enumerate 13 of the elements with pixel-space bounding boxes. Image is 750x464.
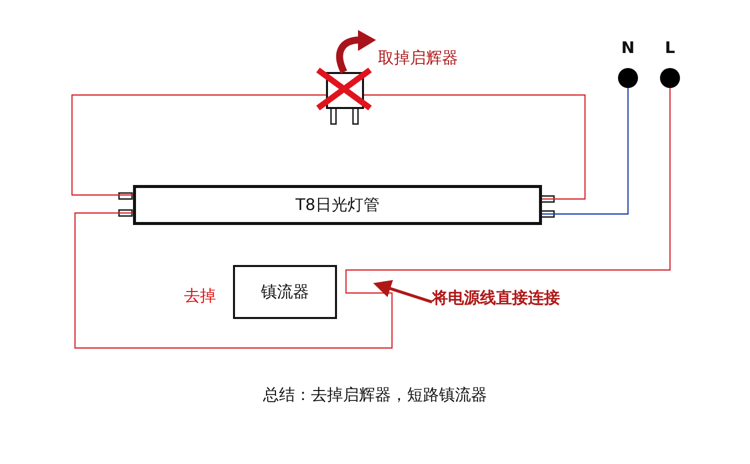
wire <box>364 94 586 200</box>
callout-text: 取掉启辉器 <box>378 48 458 69</box>
note-text: 将电源线直接连接 <box>432 288 560 307</box>
callout-text: 去掉 <box>184 286 216 307</box>
lamp-tube-box: T8日光灯管 <box>133 185 542 225</box>
terminal-label: N <box>620 38 636 57</box>
ballast-box: 镇流器 <box>233 265 337 319</box>
wire <box>542 88 629 215</box>
wire <box>74 88 671 349</box>
terminal-label: L <box>664 38 676 57</box>
arrow <box>373 280 432 304</box>
wire <box>71 94 326 196</box>
caption: 总结：去掉启辉器，短路镇流器 <box>262 385 488 406</box>
